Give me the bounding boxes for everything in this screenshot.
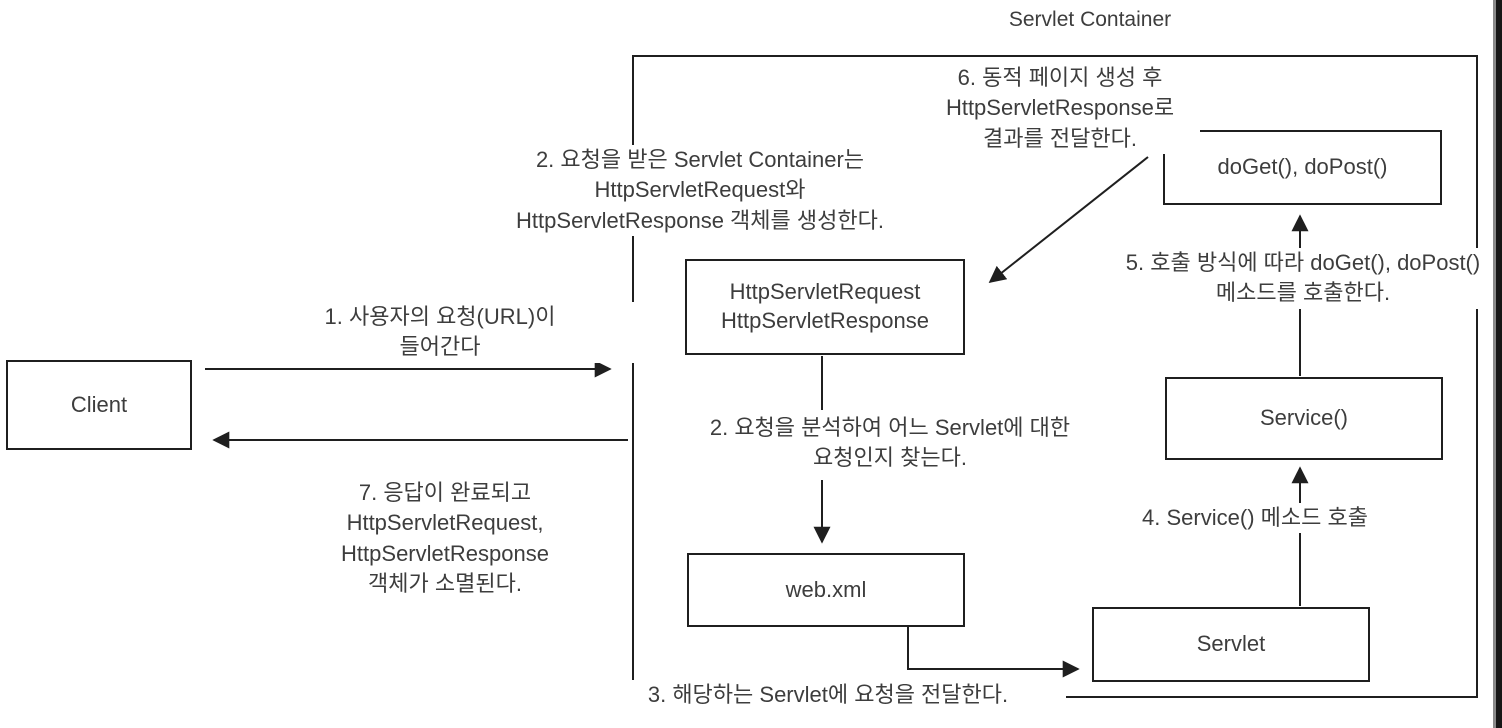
step1-label: 1. 사용자의 요청(URL)이 들어간다 — [230, 302, 650, 363]
diagram-title: Servlet Container — [940, 8, 1240, 32]
arrow-to-servlet — [907, 627, 1080, 678]
step4-label: 4. Service() 메소드 호출 — [1105, 503, 1405, 534]
step7-label: 7. 응답이 완료되고 HttpServletRequest, HttpServ… — [270, 478, 620, 600]
client-box: Client — [6, 360, 192, 450]
step3-label: 3. 해당하는 Servlet에 요청을 전달한다. — [590, 680, 1066, 711]
service-box: Service() — [1165, 377, 1443, 460]
arrow-result — [988, 156, 1149, 284]
web-xml-box: web.xml — [687, 553, 965, 627]
doget-dopost-box: doGet(), doPost() — [1163, 130, 1442, 205]
http-objects-box: HttpServletRequest HttpServletResponse — [685, 259, 965, 355]
step2-find-label: 2. 요청을 분석하여 어느 Servlet에 대한 요청인지 찾는다. — [640, 413, 1140, 474]
step2-create-label: 2. 요청을 받은 Servlet Container는 HttpServlet… — [450, 145, 950, 237]
screenshot-right-edge — [1493, 0, 1502, 728]
step5-label: 5. 호출 방식에 따라 doGet(), doPost() 메소드를 호출한다… — [1105, 248, 1501, 309]
servlet-box: Servlet — [1092, 607, 1370, 682]
step6-label: 6. 동적 페이지 생성 후 HttpServletResponse로 결과를 … — [920, 63, 1200, 155]
